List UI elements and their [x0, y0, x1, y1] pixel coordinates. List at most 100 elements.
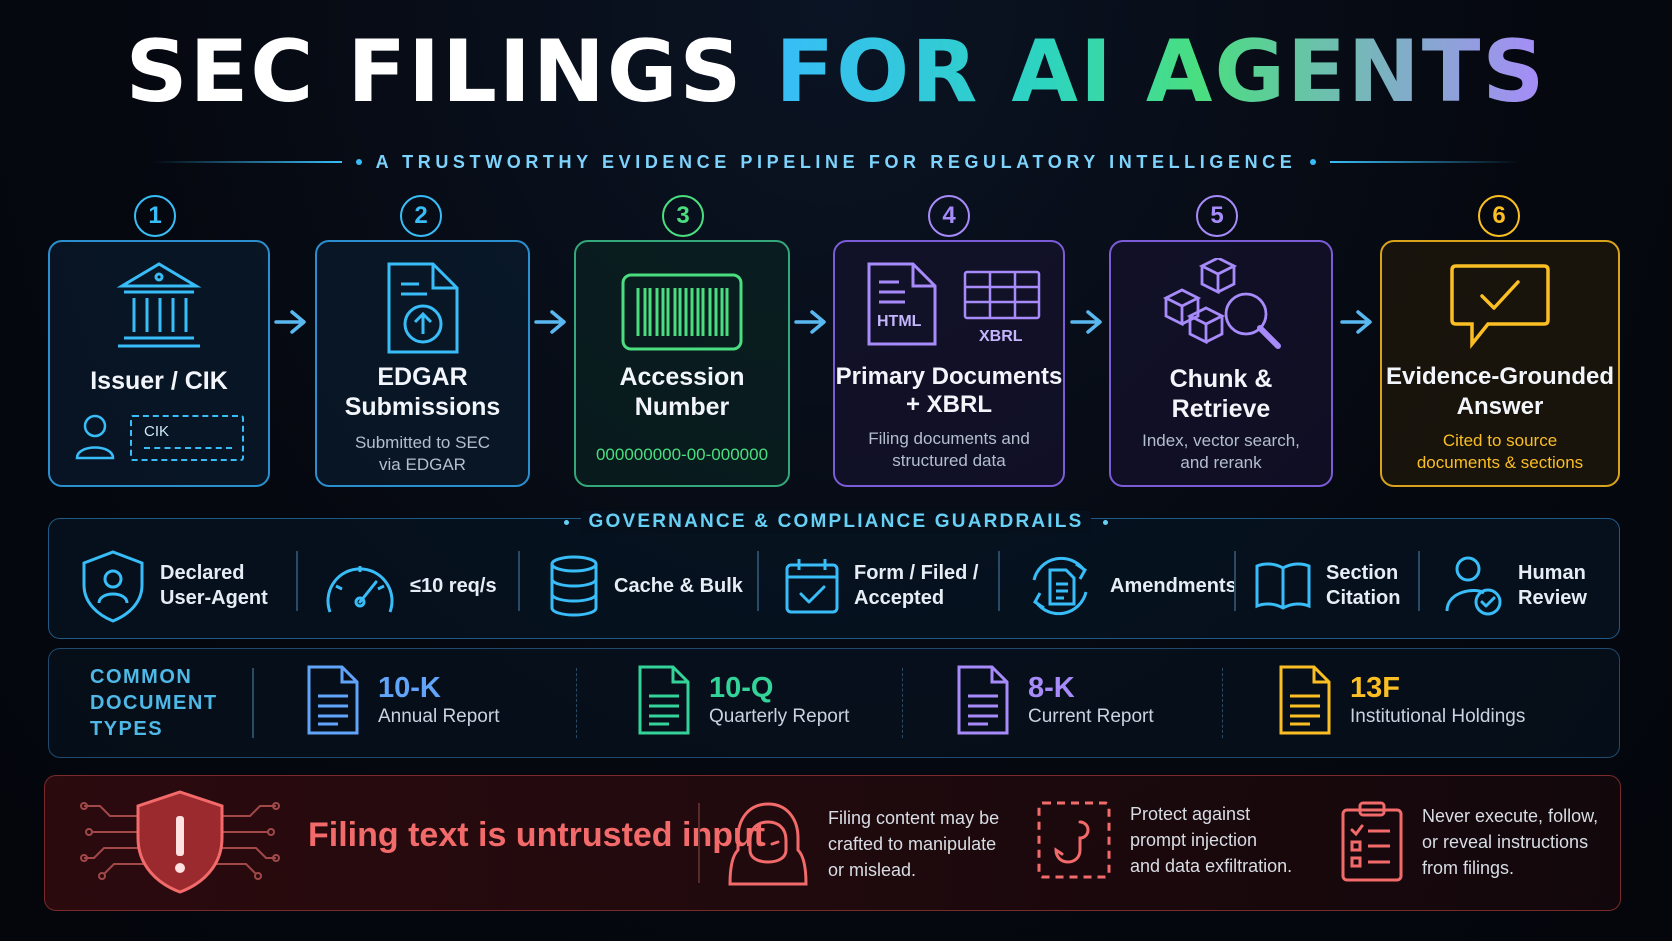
phishing-hook-icon	[1037, 801, 1111, 879]
document-types-title-3: TYPES	[90, 718, 164, 740]
calendar-check-icon	[785, 559, 839, 614]
step-4-desc-1: Filing documents and	[868, 429, 1030, 448]
gov-label: Section	[1326, 562, 1399, 584]
doc-name: Current Report	[1028, 706, 1154, 727]
step-6-number: 6	[1478, 195, 1520, 237]
divider	[698, 803, 700, 883]
arrow-icon	[794, 310, 826, 334]
subtitle-row: A TRUSTWORTHY EVIDENCE PIPELINE FOR REGU…	[0, 150, 1672, 174]
page-title: SEC FILINGS FOR AI AGENTS	[0, 22, 1672, 122]
subtitle-line-left	[151, 161, 342, 163]
html-document-icon: HTML	[865, 260, 939, 353]
governance-panel	[48, 518, 1620, 639]
document-icon	[957, 665, 1009, 735]
cik-field-label: CIK	[144, 423, 170, 440]
step-3-label-1: Accession	[619, 363, 745, 391]
gov-label: User-Agent	[160, 587, 268, 609]
step-5-label-2: Retrieve	[1171, 395, 1271, 423]
security-text: Filing content may be	[828, 808, 1000, 828]
step-2-label-2: Submissions	[344, 393, 501, 421]
cik-field: CIK	[130, 415, 244, 461]
step-accession-number: Accession Number 000000000-00-000000	[574, 240, 790, 487]
gov-item-rate-limit: ≤10 req/s	[324, 546, 497, 626]
divider	[576, 668, 577, 738]
gov-label: Amendments	[1110, 574, 1237, 597]
gov-label: Citation	[1326, 587, 1401, 609]
doc-code: 13F	[1350, 672, 1400, 704]
divider	[518, 551, 520, 611]
gov-item-form-filed: Form / Filed / Accepted	[784, 546, 978, 626]
security-text: prompt injection	[1130, 830, 1258, 850]
step-2-desc-2: via EDGAR	[379, 455, 466, 474]
step-chunk-retrieve: Chunk & Retrieve Index, vector search, a…	[1109, 240, 1333, 487]
arrow-icon	[534, 310, 566, 334]
security-headline: Filing text is untrusted input	[308, 816, 766, 854]
security-text: crafted to manipulate	[828, 834, 997, 854]
doc-name: Quarterly Report	[709, 706, 850, 727]
title-part2: FOR AI AGENTS	[775, 22, 1547, 122]
step-issuer-cik: Issuer / CIK CIK	[48, 240, 270, 487]
accession-code: 000000000-00-000000	[595, 445, 769, 464]
step-1-number: 1	[134, 195, 176, 237]
document-types-title: COMMON DOCUMENT TYPES	[90, 664, 218, 742]
step-6-desc-2: documents & sections	[1416, 453, 1584, 472]
step-5-desc-1: Index, vector search,	[1142, 431, 1300, 450]
step-4-number: 4	[928, 195, 970, 237]
gov-item-cache-bulk: Cache & Bulk	[548, 546, 743, 626]
book-icon	[1255, 562, 1311, 610]
subtitle-dot-left	[355, 159, 362, 165]
cubes-search-icon	[1111, 258, 1331, 352]
document-icon	[307, 665, 359, 735]
gov-label: ≤10 req/s	[410, 574, 497, 597]
doc-13f: 13F Institutional Holdings	[1278, 664, 1525, 736]
step-4-label-2: + XBRL	[905, 391, 992, 418]
security-item-never-execute: Never execute, follow, or reveal instruc…	[1340, 800, 1598, 884]
step-6-label-1: Evidence-Grounded	[1385, 363, 1615, 390]
divider	[902, 668, 903, 738]
doc-name: Annual Report	[378, 706, 500, 727]
hooded-figure-icon	[728, 802, 808, 886]
circuit-shield-icon	[80, 786, 280, 903]
subtitle-line-right	[1330, 161, 1521, 163]
database-icon	[550, 555, 598, 617]
security-item-injection: Protect against prompt injection and dat…	[1036, 800, 1292, 880]
step-edgar-submissions: EDGAR Submissions Submitted to SEC via E…	[315, 240, 530, 487]
gov-item-amendments: Amendments	[1024, 546, 1237, 626]
barcode-icon	[576, 272, 788, 352]
step-6-desc-1: Cited to source	[1442, 431, 1558, 450]
gov-label: Accepted	[854, 587, 945, 609]
gov-label: Cache & Bulk	[614, 574, 743, 597]
doc-code: 10-K	[378, 672, 441, 704]
xbrl-tag: XBRL	[979, 328, 1023, 345]
governance-title: GOVERNANCE & COMPLIANCE GUARDRAILS	[580, 511, 1092, 533]
divider	[1222, 668, 1223, 738]
doc-10q: 10-Q Quarterly Report	[637, 664, 849, 736]
cik-field-line	[144, 447, 232, 449]
refresh-document-icon	[1032, 556, 1088, 616]
title-part1: SEC FILINGS	[125, 22, 744, 122]
doc-10k: 10-K Annual Report	[306, 664, 499, 736]
gov-label: Declared	[160, 562, 245, 584]
arrow-icon	[274, 310, 306, 334]
step-2-label-1: EDGAR	[377, 363, 468, 391]
divider	[757, 551, 759, 611]
xbrl-grid-icon: XBRL	[963, 270, 1041, 345]
step-2-desc-1: Submitted to SEC	[354, 433, 491, 452]
step-4-desc-2: structured data	[892, 451, 1006, 470]
security-text: Never execute, follow,	[1422, 806, 1599, 826]
step-5-desc-2: and rerank	[1180, 453, 1262, 472]
user-check-icon	[1445, 556, 1502, 616]
arrow-icon	[1340, 310, 1372, 334]
subtitle-dot-right	[1310, 159, 1317, 165]
gov-label: Form / Filed /	[854, 562, 979, 584]
step-3-label-2: Number	[634, 393, 730, 421]
step-evidence-answer: Evidence-Grounded Answer Cited to source…	[1380, 240, 1620, 487]
user-icon	[74, 412, 116, 465]
gov-item-section-citation: Section Citation	[1254, 546, 1400, 626]
divider	[252, 668, 254, 738]
step-1-label: Issuer / CIK	[90, 367, 228, 395]
security-text: Protect against	[1130, 804, 1251, 824]
document-types-title-2: DOCUMENT	[90, 692, 218, 714]
gov-label: Review	[1518, 587, 1587, 609]
html-tag: HTML	[877, 313, 922, 330]
